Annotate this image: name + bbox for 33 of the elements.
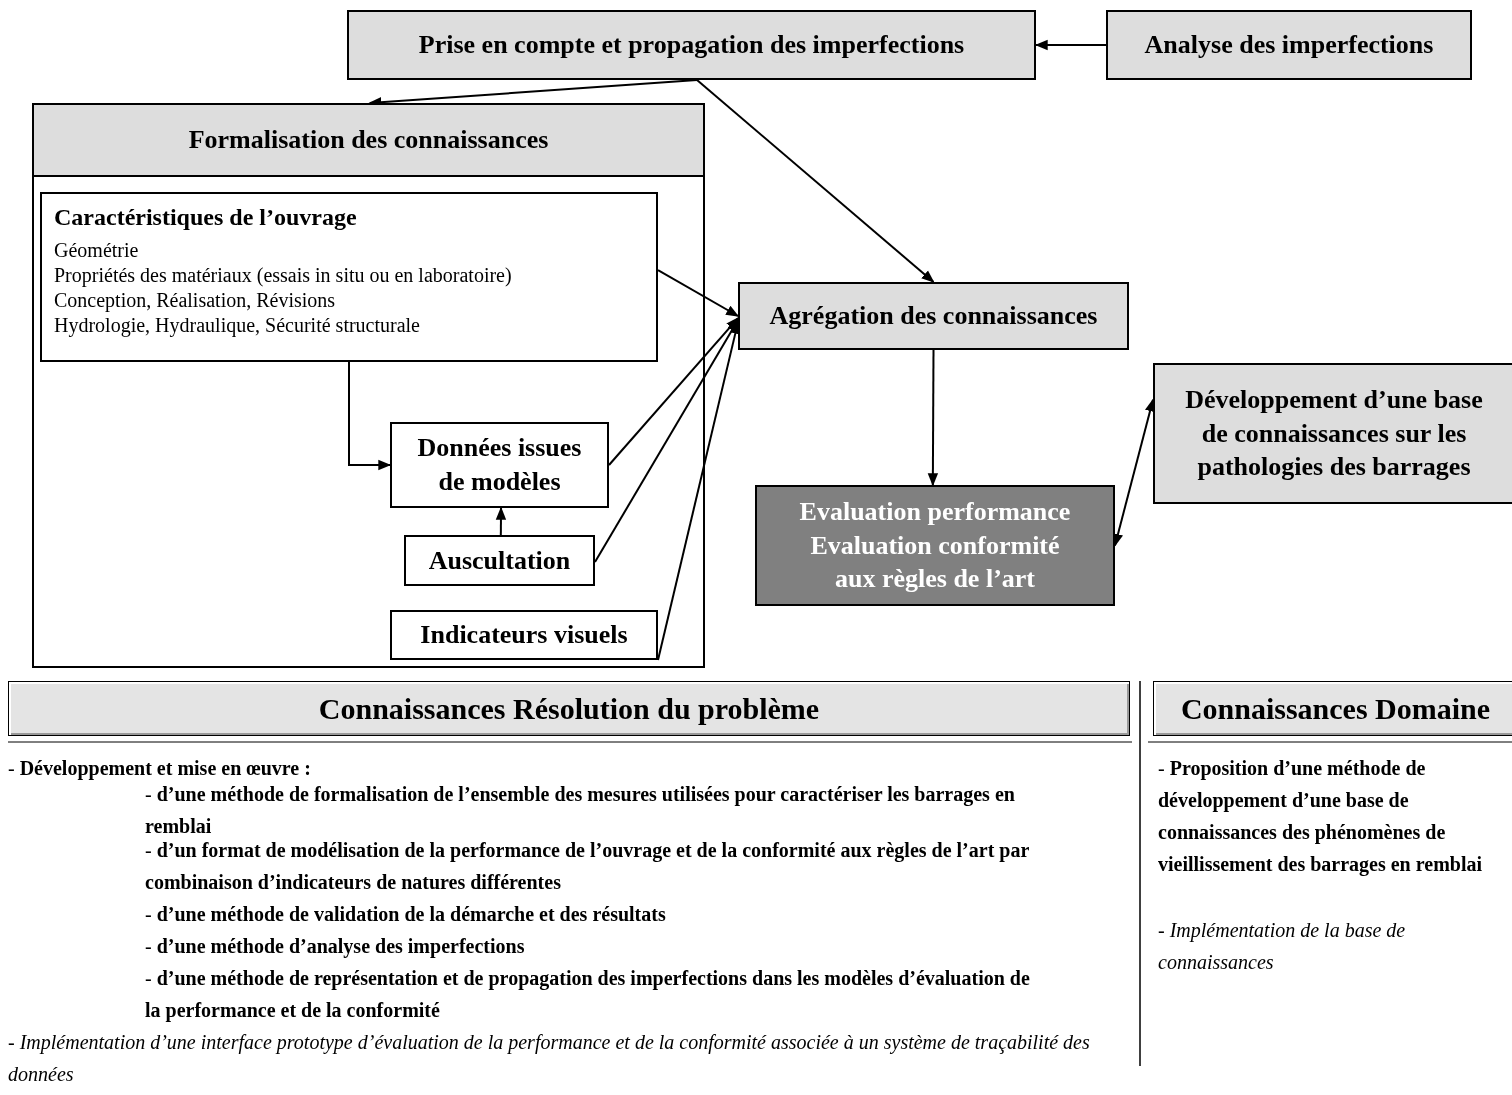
arrow bbox=[348, 361, 392, 471]
result-box bbox=[755, 485, 1115, 606]
process-box: Indicateurs visuels bbox=[390, 610, 658, 660]
list-item: Hydrologie, Hydraulique, Sécurité structurale bbox=[54, 313, 420, 338]
list-item: Géométrie bbox=[54, 238, 139, 263]
note-text: - Développement et mise en œuvre : bbox=[8, 756, 312, 782]
box-text: Evaluation performance bbox=[799, 495, 1071, 528]
process-box: Prise en compte et propagation des imperfections bbox=[347, 10, 1036, 80]
process-box: Analyse des imperfections bbox=[1106, 10, 1472, 80]
note-text: - Implémentation de la base de connaissances bbox=[1158, 918, 1407, 975]
note-text: - d’une méthode de validation de la démarche et des résultats bbox=[145, 902, 667, 927]
arrow bbox=[495, 506, 507, 536]
panel-header: Formalisation des connaissances bbox=[34, 105, 703, 177]
box-heading: Caractéristiques de l’ouvrage bbox=[54, 203, 357, 232]
note-text: - d’une méthode d’analyse des imperfections bbox=[145, 934, 526, 960]
box-text: Evaluation conformité aux règles de l’art bbox=[809, 529, 1061, 596]
process-box: Développement d’une base de connaissances sur les pathologies des barrages bbox=[1153, 363, 1512, 504]
section-header: Connaissances Résolution du problème bbox=[8, 681, 1130, 736]
list-box bbox=[40, 192, 658, 362]
arrow bbox=[696, 79, 935, 283]
process-box: Agrégation des connaissances bbox=[738, 282, 1129, 350]
note-text: - Proposition d’une méthode de développement d’une base de connaissances des phénomènes de vieillissement des barrages en remblai bbox=[1158, 756, 1484, 878]
arrow bbox=[927, 349, 939, 487]
section-header: Connaissances Domaine bbox=[1153, 681, 1512, 736]
arrow bbox=[608, 317, 739, 466]
process-box: Auscultation bbox=[404, 535, 595, 586]
note-text: - Implémentation d’une interface prototype d’évaluation de la performance et de la conformité associée à un système de traçabilité des données bbox=[8, 1030, 1091, 1087]
list-item: Conception, Réalisation, Révisions bbox=[54, 288, 336, 313]
group-panel bbox=[32, 103, 705, 668]
process-box: Données issues de modèles bbox=[390, 422, 609, 508]
list-item: Propriétés des matériaux (essais in situ ou en laboratoire) bbox=[54, 263, 512, 288]
note-text: - d’une méthode de représentation et de propagation des imperfections dans les modèles d’évaluation de la performance et de la conformité bbox=[145, 966, 1031, 1024]
arrow bbox=[657, 269, 740, 317]
